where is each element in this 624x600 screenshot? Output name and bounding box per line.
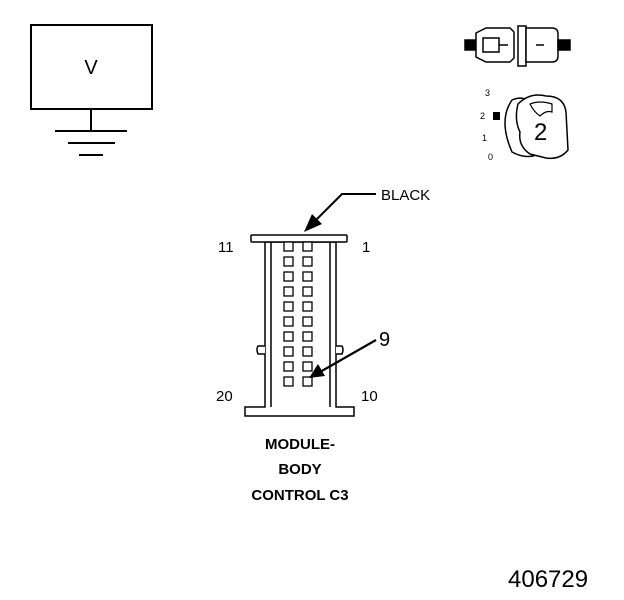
- pin-label-1: 1: [362, 239, 370, 256]
- connector-pin-cavity: [283, 376, 294, 387]
- voltmeter-label: V: [84, 57, 98, 79]
- connector-pin-cavity: [283, 256, 294, 267]
- key-position-3: 3: [485, 88, 490, 98]
- voltmeter-box: [30, 24, 153, 110]
- figure-number: 406729: [508, 566, 588, 593]
- connector-title-line1: MODULE-: [265, 436, 335, 453]
- color-leader-arrowhead: [304, 214, 322, 232]
- ignition-switch-icon: 3 2 1 0 2: [480, 88, 569, 162]
- connector-pin-cavity: [302, 361, 313, 372]
- connector-pin-cavity: [302, 271, 313, 282]
- probe-leader-arrowhead: [309, 364, 325, 378]
- probed-pin-label: 9: [379, 329, 390, 351]
- key-position-2: 2: [480, 111, 485, 121]
- connector-pin-cavity: [283, 361, 294, 372]
- connector-pin-cavity: [283, 346, 294, 357]
- connector-pin-cavity: [302, 286, 313, 297]
- voltmeter: V: [30, 24, 153, 156]
- connector-pin-cavity: [283, 241, 294, 252]
- connector-title-line3: CONTROL C3: [251, 487, 348, 504]
- connector-pin-cavity: [283, 331, 294, 342]
- connector-pin-cavity: [283, 301, 294, 312]
- connector-pin-grid: [283, 241, 313, 387]
- key-position-0: 0: [488, 152, 493, 162]
- connector-pin-cavity: [302, 346, 313, 357]
- connector-pin-cavity: [302, 256, 313, 267]
- plug-connector-icon: [464, 25, 571, 67]
- key-position-1: 1: [482, 133, 487, 143]
- ground-icon: [55, 130, 127, 156]
- pin-label-20: 20: [216, 388, 233, 405]
- connector-pin-cavity: [302, 241, 313, 252]
- connector-color-label: BLACK: [381, 187, 430, 204]
- pin-label-11: 11: [218, 239, 234, 256]
- connector-body: [244, 234, 355, 417]
- key-selected-position: 2: [534, 119, 547, 146]
- pin-label-10: 10: [361, 388, 378, 405]
- connector-title-line2: BODY: [278, 461, 321, 478]
- connector-pin-cavity: [283, 286, 294, 297]
- connector-pin-cavity: [302, 331, 313, 342]
- connector-pin-cavity: [302, 301, 313, 312]
- color-leader-line: [313, 193, 376, 223]
- connector-pin-cavity: [283, 271, 294, 282]
- connector-pin-cavity: [302, 376, 313, 387]
- connector-pin-cavity: [302, 316, 313, 327]
- connector-pin-cavity: [283, 316, 294, 327]
- probe-leader-line: [319, 339, 377, 373]
